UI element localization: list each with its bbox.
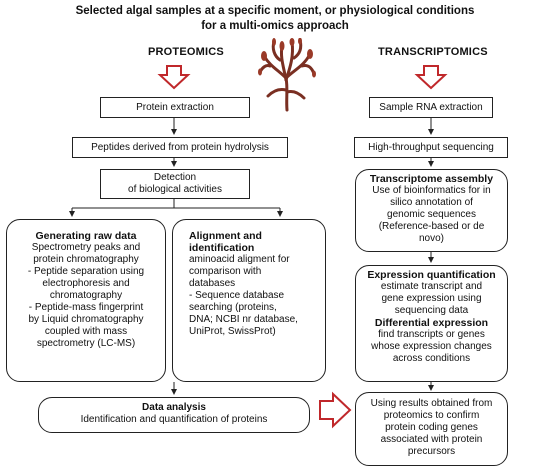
- sequencing-label: High-throughput sequencing: [368, 141, 494, 153]
- raw-data-box: Generating raw data Spectrometry peaks a…: [6, 219, 166, 382]
- expression-line: whose expression changes: [371, 341, 492, 352]
- assembly-heading: Transcriptome assembly: [369, 173, 494, 185]
- protein-extraction-label: Protein extraction: [136, 101, 214, 113]
- raw-data-line: coupled with mass: [44, 326, 128, 337]
- alignment-line: comparison with: [189, 266, 262, 277]
- integration-line: Using results obtained from: [370, 398, 493, 409]
- expression-line: across conditions: [392, 353, 471, 364]
- alignment-heading-line-2: identification: [189, 242, 255, 254]
- proteomics-down-arrow-icon: [157, 65, 191, 90]
- peptides-box: Peptides derived from protein hydrolysis: [72, 137, 288, 158]
- raw-data-line: - Peptide separation using: [27, 266, 145, 277]
- alignment-line: databases: [189, 278, 236, 289]
- diagram-title: Selected algal samples at a specific mom…: [0, 4, 550, 34]
- alignment-box: Alignment and identification aminoacid a…: [172, 219, 326, 382]
- integration-right-arrow-icon: [319, 391, 352, 429]
- assembly-line: silico annotation of: [390, 197, 473, 208]
- proteomics-heading: PROTEOMICS: [148, 46, 224, 58]
- differential-expression-heading: Differential expression: [374, 317, 489, 329]
- raw-data-line: by Liquid chromatography: [28, 314, 144, 325]
- detection-line-1: Detection: [153, 172, 197, 183]
- alignment-heading-line-1: Alignment and: [189, 230, 262, 242]
- raw-data-line: spectrometry (LC-MS): [36, 338, 136, 349]
- detection-box: Detection of biological activities: [100, 169, 250, 199]
- expression-line: find transcripts or genes: [378, 329, 485, 340]
- raw-data-heading: Generating raw data: [35, 230, 137, 242]
- integration-line: proteomics to confirm: [383, 410, 480, 421]
- title-line-2: for a multi-omics approach: [201, 20, 349, 32]
- expression-line: gene expression using: [381, 293, 482, 304]
- raw-data-line: electrophoresis and: [42, 278, 130, 289]
- integration-line: precursors: [407, 446, 456, 457]
- transcriptomics-down-arrow-icon: [414, 65, 448, 90]
- alignment-line: aminoacid aligment for: [189, 254, 290, 265]
- integration-box: Using results obtained from proteomics t…: [355, 392, 508, 466]
- alignment-line: searching (proteins,: [189, 302, 277, 313]
- integration-line: associated with protein: [380, 434, 483, 445]
- raw-data-line: - Peptide-mass fingerprint: [28, 302, 144, 313]
- alignment-line: - Sequence database: [189, 290, 285, 301]
- assembly-line: genomic sequences: [387, 209, 476, 220]
- expression-line: estimate transcript and: [380, 281, 483, 292]
- expression-box: Expression quantification estimate trans…: [355, 265, 508, 382]
- assembly-line: (Reference-based or de: [378, 221, 485, 232]
- assembly-line: novo): [418, 233, 444, 244]
- red-algae-icon: [258, 38, 316, 112]
- expression-line: sequencing data: [394, 305, 469, 316]
- rna-extraction-box: Sample RNA extraction: [369, 97, 493, 118]
- data-analysis-text: Identification and quantification of pro…: [80, 414, 268, 425]
- alignment-line: UniProt, SwissProt): [189, 326, 276, 337]
- protein-extraction-box: Protein extraction: [100, 97, 250, 118]
- integration-line: protein coding genes: [385, 422, 478, 433]
- data-analysis-box: Data analysis Identification and quantif…: [38, 397, 310, 433]
- sequencing-box: High-throughput sequencing: [354, 137, 508, 158]
- assembly-line: Use of bioinformatics for in: [372, 185, 491, 196]
- alignment-line: DNA; NCBI nr database,: [189, 314, 298, 325]
- assembly-box: Transcriptome assembly Use of bioinforma…: [355, 169, 508, 252]
- raw-data-line: Spectrometry peaks and: [31, 242, 141, 253]
- raw-data-line: protein chromatography: [33, 254, 139, 265]
- raw-data-line: chromatography: [49, 290, 123, 301]
- data-analysis-heading: Data analysis: [142, 402, 206, 413]
- title-line-1: Selected algal samples at a specific mom…: [75, 5, 475, 17]
- expression-quantification-heading: Expression quantification: [367, 269, 496, 281]
- transcriptomics-heading: TRANSCRIPTOMICS: [378, 46, 488, 58]
- peptides-label: Peptides derived from protein hydrolysis: [91, 141, 269, 153]
- detection-line-2: of biological activities: [128, 184, 222, 195]
- rna-extraction-label: Sample RNA extraction: [379, 101, 483, 113]
